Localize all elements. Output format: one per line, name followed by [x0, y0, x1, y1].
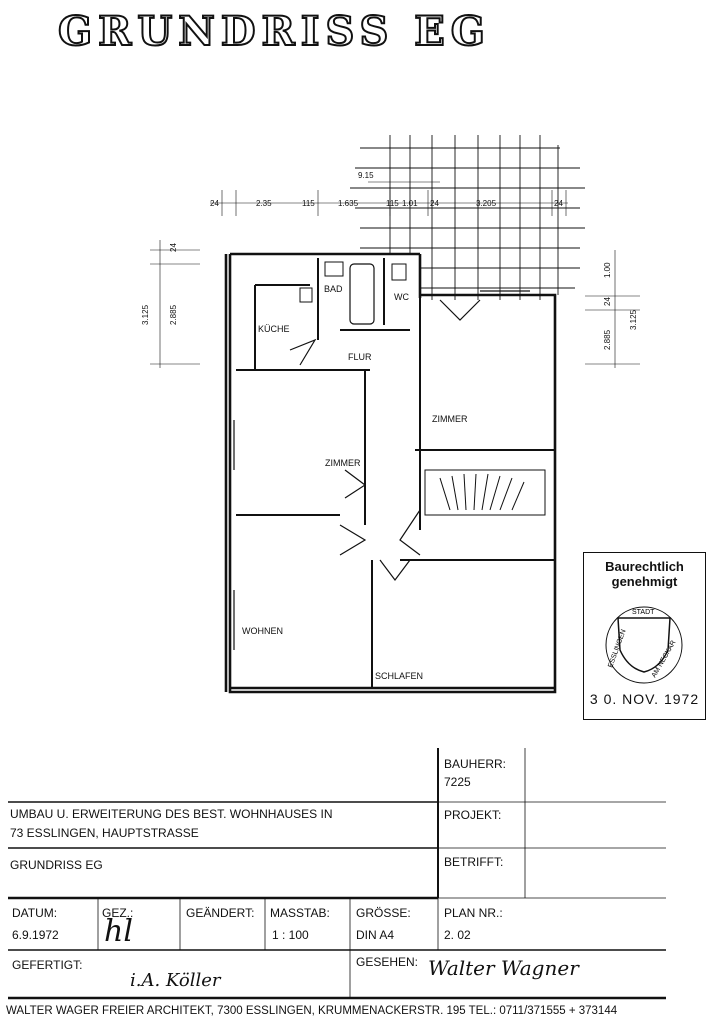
room-kueche: KÜCHE: [258, 324, 290, 334]
dim-right-1: 1.00: [603, 262, 612, 278]
room-schlafen: SCHLAFEN: [375, 671, 423, 681]
project-line-1: UMBAU U. ERWEITERUNG DES BEST. WOHNHAUSE…: [10, 807, 333, 821]
dim-left-1: 24: [169, 243, 178, 252]
dim-top-9: 24: [554, 199, 563, 208]
datum-label: DATUM:: [12, 906, 58, 920]
bauherr-label: BAUHERR:: [444, 757, 507, 771]
bathtub: [349, 263, 375, 325]
gesehen-label: GESEHEN:: [356, 955, 419, 969]
plan-nr-value: 2. 02: [444, 928, 471, 942]
title-block-lines: [8, 748, 666, 1000]
gez-label: GEZ.:: [102, 906, 134, 920]
masstab-value: 1 : 100: [272, 928, 309, 942]
dim-top-7: 24: [430, 199, 439, 208]
gez-signature: hl: [104, 914, 133, 949]
dim-top-6: 1.01: [402, 199, 418, 208]
stove: [299, 287, 313, 303]
approval-stamp: Baurechtlich genehmigt 3 0. NOV. 1972: [583, 552, 706, 720]
stamp-line-1: Baurechtlich: [605, 559, 684, 574]
groesse-value: DIN A4: [356, 928, 395, 942]
seal-ring: [605, 606, 683, 684]
projekt-label: PROJEKT:: [444, 808, 502, 822]
dim-right-2: 24: [603, 297, 612, 306]
dim-top-5: 115: [386, 199, 399, 208]
drawing-title: GRUNDRISS EG: [57, 7, 491, 56]
room-flur: FLUR: [348, 352, 372, 362]
dim-left-2: 3.125: [141, 304, 150, 325]
plan-name: GRUNDRISS EG: [10, 858, 103, 872]
room-wc: WC: [394, 292, 409, 302]
bauherr-value: 7225: [444, 775, 471, 789]
dim-top-3: 115: [302, 199, 315, 208]
footer-architect: WALTER WAGER FREIER ARCHITEKT, 7300 ESSL…: [6, 1005, 618, 1017]
masstab-label: MASSTAB:: [270, 906, 330, 920]
room-bad: BAD: [324, 284, 343, 294]
room-wohnen: WOHNEN: [242, 626, 283, 636]
gefertigt-signature: i.A. Köller: [130, 970, 221, 991]
dim-top-8: 3.205: [476, 199, 497, 208]
room-zimmer-right: ZIMMER: [432, 414, 468, 424]
stamp-line-2: genehmigt: [611, 574, 678, 589]
windows: [229, 290, 530, 689]
door-swings: [289, 299, 481, 581]
groesse-label: GRÖSSE:: [356, 906, 411, 920]
room-zimmer-left: ZIMMER: [325, 458, 361, 468]
planning-grid: [350, 135, 585, 300]
staircase: [424, 469, 546, 516]
washbasin: [324, 261, 344, 277]
stamp-date: 3 0. NOV. 1972: [589, 691, 700, 707]
dim-overall: 9.15: [358, 171, 374, 180]
gefertigt-label: GEFERTIGT:: [12, 958, 83, 972]
geaendert-label: GEÄNDERT:: [186, 906, 255, 920]
outer-walls: [224, 252, 557, 694]
interior-walls: [236, 258, 555, 688]
betrifft-label: BETRIFFT:: [444, 855, 504, 869]
project-line-2: 73 ESSLINGEN, HAUPTSTRASSE: [10, 826, 199, 840]
dim-right-3: 2.885: [603, 329, 612, 350]
dim-top-1: 24: [210, 199, 219, 208]
dim-left-3: 2.885: [169, 304, 178, 325]
seal-top-text: STADT: [632, 609, 655, 616]
datum-value: 6.9.1972: [12, 928, 59, 942]
plan-nr-label: PLAN NR.:: [444, 906, 503, 920]
seal-shield: [617, 617, 671, 673]
dim-top-2: 2.35: [256, 199, 272, 208]
dimension-lines: [150, 181, 640, 368]
gesehen-signature: Walter Wagner: [428, 956, 579, 980]
dim-right-4: 3.125: [629, 309, 638, 330]
dim-top-4: 1.635: [338, 199, 359, 208]
wc-fixture: [391, 263, 407, 281]
